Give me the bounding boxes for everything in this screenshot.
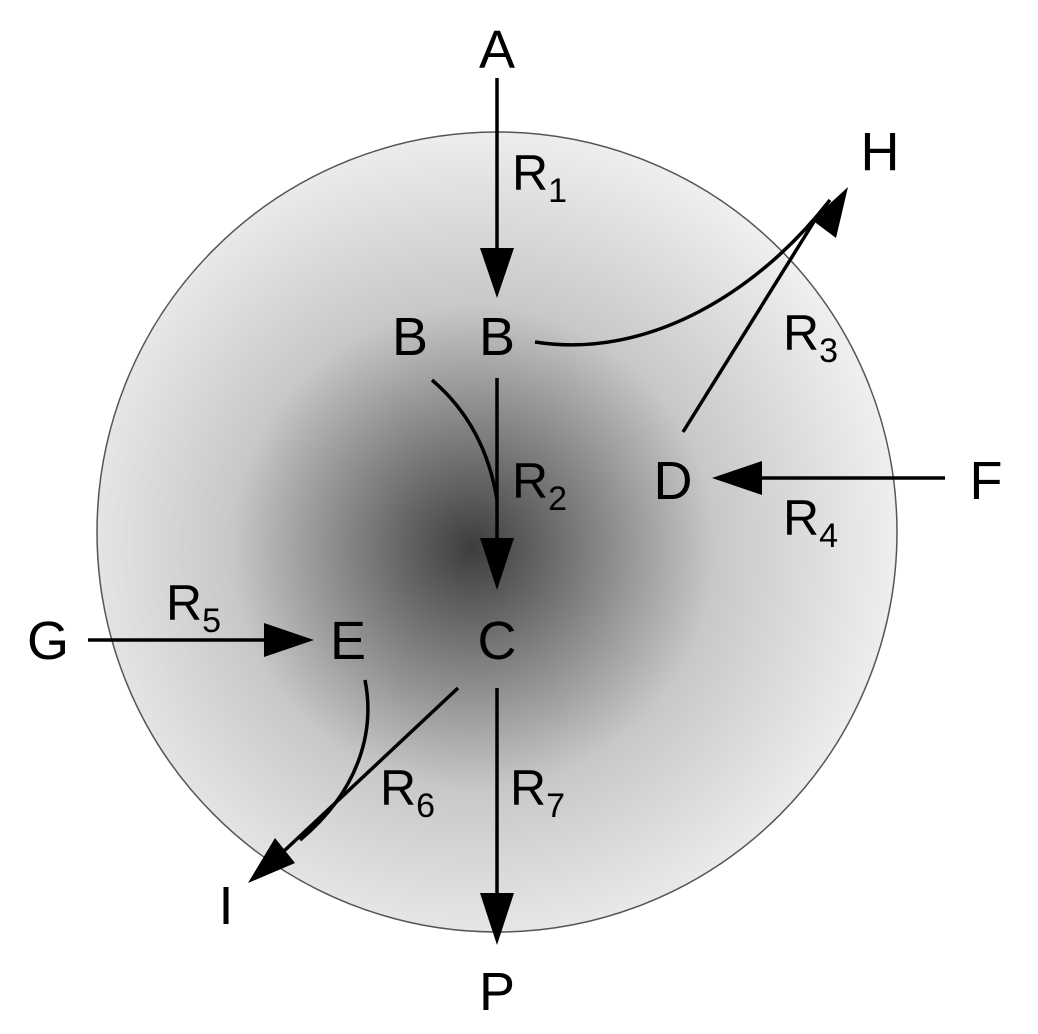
node-b-left: B (392, 307, 428, 367)
node-p: P (479, 962, 515, 1022)
node-i: I (218, 876, 233, 936)
node-f: F (970, 451, 1003, 511)
reaction-label-r3: R3 (783, 305, 838, 370)
node-h: H (861, 122, 900, 182)
edge-r1 (480, 78, 514, 298)
reaction-label-r6: R6 (380, 760, 435, 825)
edge-r4 (712, 461, 945, 495)
edge-r7 (480, 688, 514, 945)
reaction-label-r4: R4 (783, 490, 838, 555)
node-c: C (478, 611, 517, 671)
node-d: D (654, 451, 693, 511)
node-g: G (27, 611, 69, 671)
edge-r5 (88, 623, 314, 657)
edge-r3 (534, 187, 848, 433)
node-b-right: B (479, 307, 515, 367)
reaction-label-r1: R1 (512, 145, 567, 210)
reaction-label-r5: R5 (166, 575, 221, 640)
reaction-label-r7: R7 (510, 760, 565, 825)
node-a: A (479, 20, 515, 80)
edge-r2 (430, 378, 514, 590)
reaction-label-r2: R2 (512, 453, 567, 518)
edge-r6 (248, 679, 460, 883)
node-e: E (330, 611, 366, 671)
